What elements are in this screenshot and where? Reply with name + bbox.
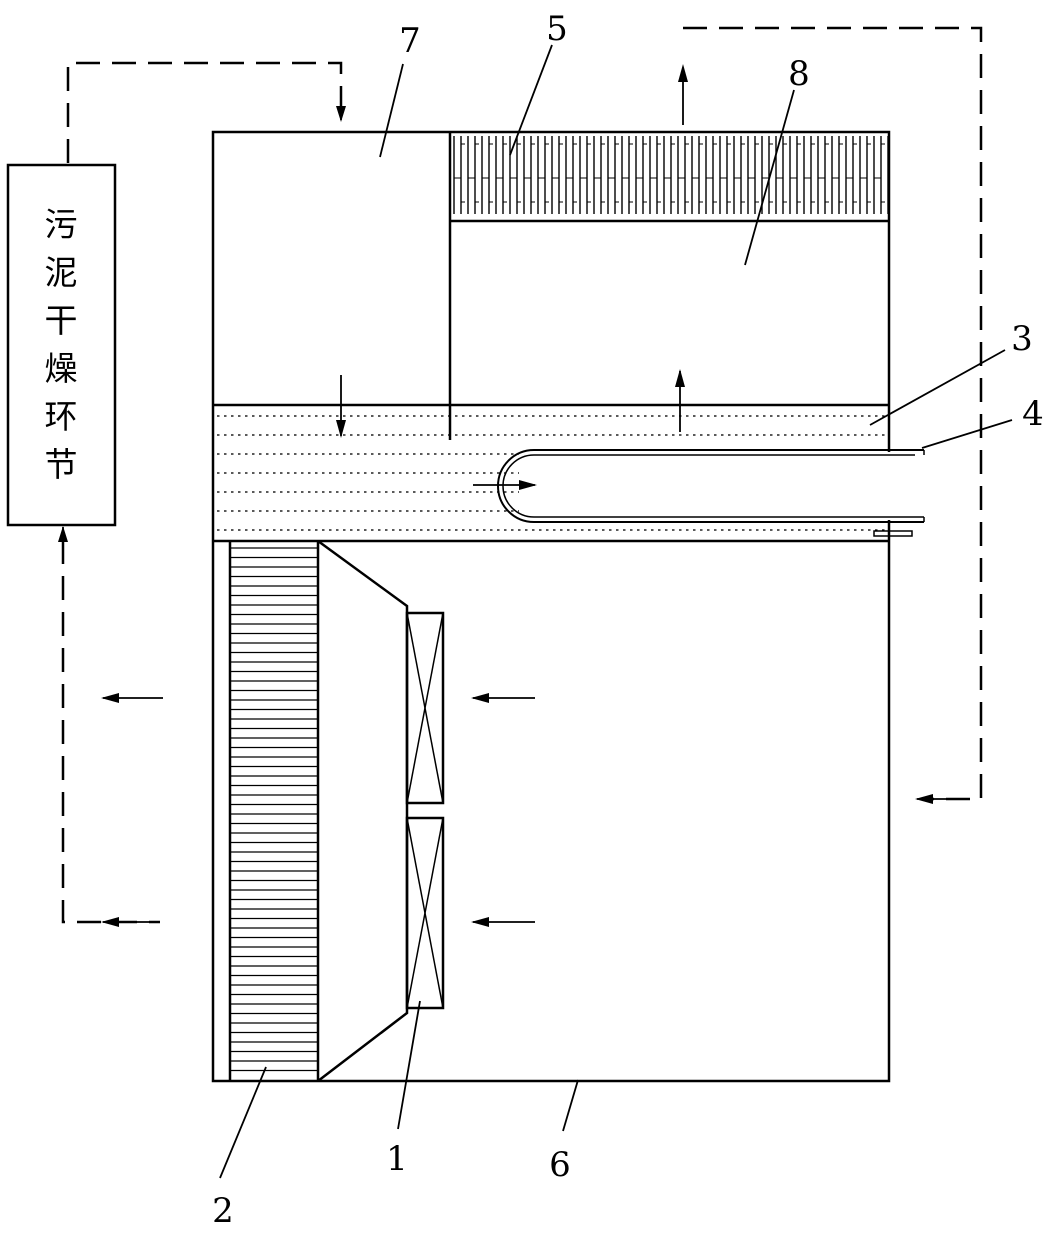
leader-line-1 xyxy=(397,1000,421,1130)
label-1: 1 xyxy=(386,1139,408,1179)
arrow-up-into-sludge-box xyxy=(58,526,68,545)
leader-lines xyxy=(219,44,1013,1179)
leader-line-5 xyxy=(509,44,553,156)
component-5-fins xyxy=(452,134,888,220)
label-6: 6 xyxy=(549,1145,571,1185)
dashed-loop-bottom-left xyxy=(61,540,160,924)
sludge-drying-box: 污 泥 干 燥 环 节 xyxy=(6,163,117,527)
sludge-drying-char-2: 泥 xyxy=(45,253,78,292)
fan-box-upper xyxy=(405,611,445,805)
dashed-loop-top-left xyxy=(66,61,343,163)
component-4-u-pipe xyxy=(497,449,925,537)
leader-line-6 xyxy=(562,1079,579,1132)
sludge-drying-char-5: 环 xyxy=(45,397,78,436)
dashed-loop-right xyxy=(683,26,983,801)
component-labels: 7 5 8 3 4 2 1 6 xyxy=(212,9,1044,1231)
leader-line-8 xyxy=(744,89,795,266)
label-2: 2 xyxy=(212,1191,234,1231)
label-3: 3 xyxy=(1011,319,1033,359)
fan-box-lower xyxy=(405,816,445,1010)
arrow-up-exhaust xyxy=(678,64,688,125)
label-8: 8 xyxy=(788,54,810,94)
sludge-drying-char-3: 干 xyxy=(45,301,78,340)
drain-outlet-stub xyxy=(873,530,913,537)
fan-box-lower-cross-b xyxy=(406,817,444,1009)
sludge-drying-box-frame xyxy=(6,163,117,527)
component-1-fans xyxy=(405,611,445,1010)
sludge-drying-char-4: 燥 xyxy=(45,349,78,388)
arrow-up-into-chamber-8 xyxy=(675,369,685,432)
arrow-left-upper-inside xyxy=(471,693,535,703)
main-housing xyxy=(211,130,891,1083)
fan-box-upper-cross-b xyxy=(406,612,444,804)
arrow-left-lower-outside xyxy=(101,917,160,927)
label-5: 5 xyxy=(546,9,568,49)
arrow-right-in-band-3 xyxy=(473,480,537,490)
u-pipe-inner-wall xyxy=(502,454,924,518)
sludge-drying-char-6: 节 xyxy=(45,445,78,484)
component-2-fins xyxy=(230,543,318,1079)
arrow-down-into-band-3 xyxy=(336,375,346,438)
leader-line-4 xyxy=(921,419,1013,449)
air-duct-hood xyxy=(317,539,409,1082)
arrow-left-lower-inside xyxy=(471,917,535,927)
arrow-left-into-housing-right xyxy=(915,794,955,804)
leader-line-7 xyxy=(379,63,404,158)
arrow-down-into-chamber-7 xyxy=(336,100,346,122)
flow-arrows xyxy=(58,64,955,927)
leader-line-3 xyxy=(869,349,1006,426)
u-pipe-outer-wall xyxy=(497,449,924,523)
leader-line-2 xyxy=(219,1066,267,1179)
arrow-left-upper-outside xyxy=(101,693,163,703)
label-4: 4 xyxy=(1022,394,1044,434)
sludge-drying-char-1: 污 xyxy=(45,205,78,244)
label-7: 7 xyxy=(399,21,421,61)
u-pipe-clear-zone xyxy=(519,452,894,520)
